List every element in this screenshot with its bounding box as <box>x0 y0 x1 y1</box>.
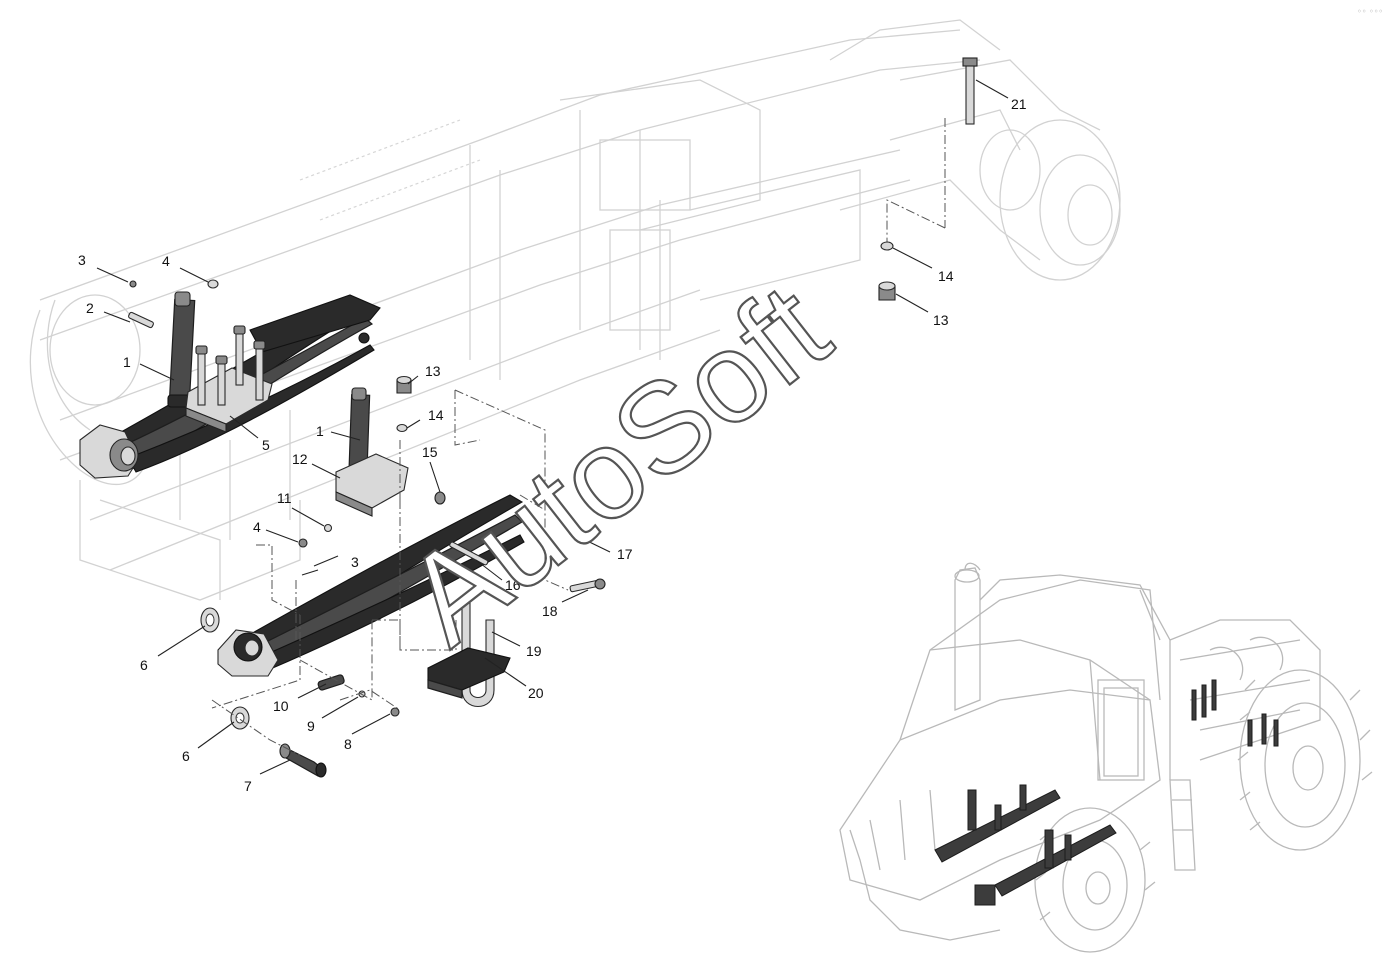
callout-18: 18 <box>542 603 558 619</box>
callout-8: 8 <box>344 736 352 752</box>
callout-13-upper-right: 13 <box>933 312 949 328</box>
washer-14-lower <box>396 423 408 433</box>
callout-6-upper: 6 <box>140 657 148 673</box>
callout-9: 9 <box>307 718 315 734</box>
callout-17: 17 <box>617 546 633 562</box>
bolt-21 <box>965 61 975 125</box>
lower-leaf-spring-assembly <box>157 375 611 778</box>
bolt-21-head <box>962 57 978 67</box>
ghost-frame-background <box>29 19 1121 601</box>
washer-17 <box>568 528 576 536</box>
callout-2: 2 <box>86 300 94 316</box>
pin-16 <box>449 541 489 566</box>
washer-11 <box>323 523 333 533</box>
pin-2 <box>128 311 154 329</box>
callout-4-lower: 4 <box>253 519 261 535</box>
callout-4-upper: 4 <box>162 253 170 269</box>
callout-10: 10 <box>273 698 289 714</box>
callout-3-upper: 3 <box>78 252 86 268</box>
nut-8 <box>390 707 400 717</box>
tractor-spring-lower <box>994 824 1117 897</box>
callout-12: 12 <box>292 451 308 467</box>
upper-leaf-spring-assembly <box>79 267 381 479</box>
callout-3-lower: 3 <box>351 554 359 570</box>
callout-1-upper: 1 <box>123 354 131 370</box>
shock-absorber-1-upper <box>168 298 196 407</box>
washer-14-upper <box>880 241 894 251</box>
callout-13-lower: 13 <box>425 363 441 379</box>
callout-14-lower: 14 <box>428 407 444 423</box>
callout-1-lower: 1 <box>316 423 324 439</box>
callout-20: 20 <box>528 685 544 701</box>
callout-labels: 21 14 13 3 4 2 1 5 13 14 1 15 12 11 4 3 … <box>78 96 1027 794</box>
callout-11: 11 <box>277 490 292 506</box>
callout-21: 21 <box>1011 96 1027 112</box>
pin-10 <box>317 674 345 691</box>
nut-15 <box>434 491 446 505</box>
washer-4-upper <box>207 279 219 289</box>
upper-right-assembly <box>878 57 1009 313</box>
cotter-3-upper <box>129 280 137 288</box>
callout-7: 7 <box>244 778 252 794</box>
washer-4-lower <box>298 538 308 548</box>
callout-16: 16 <box>505 577 521 593</box>
callout-14-upper-right: 14 <box>938 268 954 284</box>
callout-19: 19 <box>526 643 542 659</box>
callout-15: 15 <box>422 444 438 460</box>
tractor-overview <box>839 562 1373 953</box>
callout-6-lower: 6 <box>182 748 190 764</box>
cotter-3-lower <box>301 569 319 576</box>
corner-mark: ◦◦ ◦◦◦ <box>1357 7 1383 16</box>
callout-5: 5 <box>262 437 270 453</box>
